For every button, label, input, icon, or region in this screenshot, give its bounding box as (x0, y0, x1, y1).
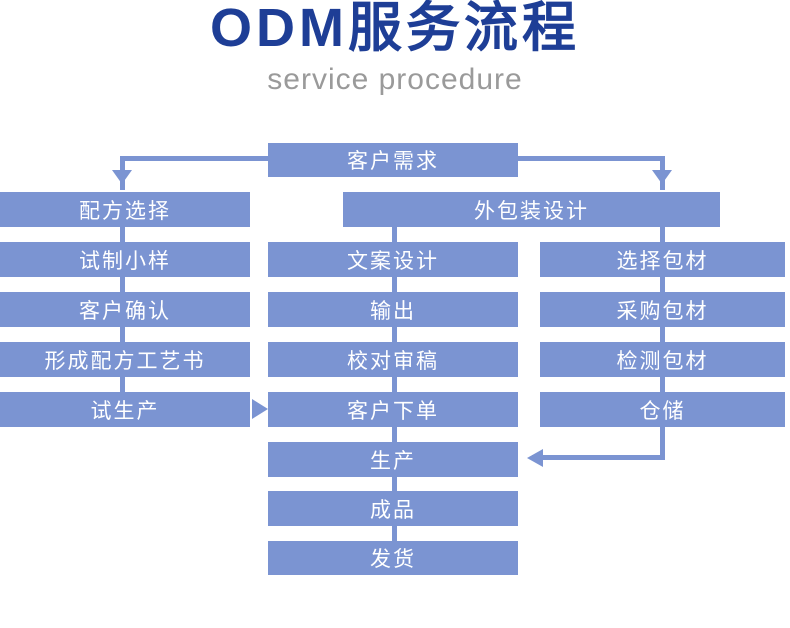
node-shipment: 发货 (268, 541, 518, 575)
node-inspect-packaging: 检测包材 (540, 342, 785, 377)
node-finished-product: 成品 (268, 491, 518, 526)
node-production: 生产 (268, 442, 518, 477)
connector-right-1 (660, 227, 665, 242)
node-warehousing: 仓储 (540, 392, 785, 427)
node-formula-selection: 配方选择 (0, 192, 250, 227)
node-formula-process-document: 形成配方工艺书 (0, 342, 250, 377)
connector-bottom-right-horizontal (532, 455, 665, 460)
page-title: ODM服务流程 (210, 0, 580, 58)
node-select-packaging: 选择包材 (540, 242, 785, 277)
connector-middle-4 (392, 377, 397, 392)
node-trial-production: 试生产 (0, 392, 250, 427)
connector-right-4 (660, 377, 665, 392)
connector-middle-3 (392, 327, 397, 342)
node-copy-design: 文案设计 (268, 242, 518, 277)
arrow-left-production-icon (527, 449, 543, 467)
connector-right-2 (660, 277, 665, 292)
node-packaging-design: 外包装设计 (343, 192, 720, 227)
connector-left-4 (120, 377, 125, 392)
connector-left-2 (120, 277, 125, 292)
connector-middle-6 (392, 477, 397, 491)
page-subtitle: service procedure (267, 63, 523, 96)
node-purchase-packaging: 采购包材 (540, 292, 785, 327)
connector-middle-2 (392, 277, 397, 292)
arrow-down-left-icon (112, 170, 132, 184)
connector-left-3 (120, 327, 125, 342)
node-customer-order: 客户下单 (268, 392, 518, 427)
connector-top-left-horizontal (122, 156, 268, 161)
connector-top-right-horizontal (518, 156, 665, 161)
arrow-down-right-icon (652, 170, 672, 184)
connector-middle-7 (392, 526, 397, 541)
node-proofreading: 校对审稿 (268, 342, 518, 377)
connector-left-1 (120, 227, 125, 242)
connector-bottom-right-vertical (660, 427, 665, 460)
node-output: 输出 (268, 292, 518, 327)
node-customer-confirmation: 客户确认 (0, 292, 250, 327)
node-trial-sample: 试制小样 (0, 242, 250, 277)
connector-middle-1 (392, 227, 397, 242)
connector-middle-5 (392, 427, 397, 442)
connector-right-3 (660, 327, 665, 342)
node-customer-needs: 客户需求 (268, 143, 518, 177)
arrow-right-trial-production-icon (252, 399, 268, 419)
